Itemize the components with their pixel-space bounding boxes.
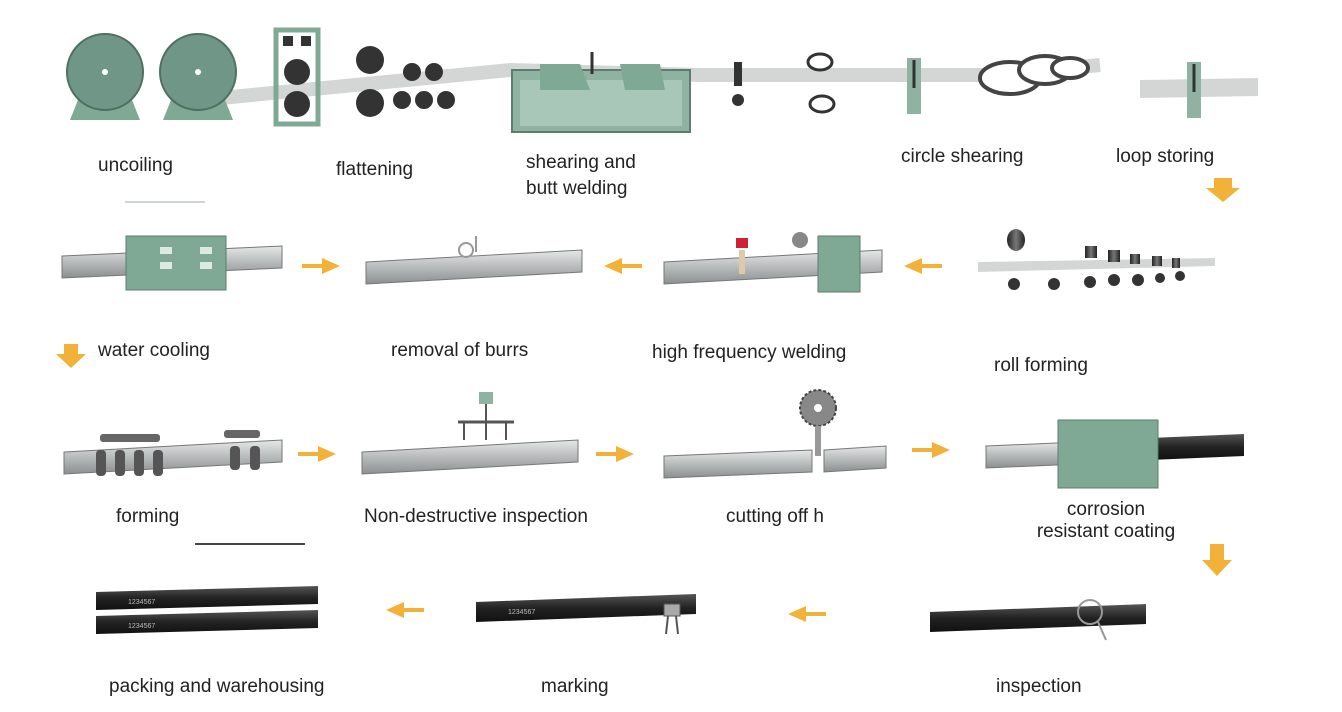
label-inspection: inspection (996, 676, 1082, 697)
label-packing: packing and warehousing (109, 676, 325, 697)
label-removal-of-burrs: removal of burrs (391, 340, 529, 361)
roll-forming-line (978, 229, 1215, 290)
label-hf-welding: high frequency welding (652, 342, 847, 363)
packed-pipes: 1234567 1234567 (96, 586, 318, 634)
circle-shearing-guide (907, 58, 921, 114)
burr-removal-pipe (365, 236, 583, 285)
inspection-pipe (930, 599, 1146, 641)
arrow-down-1 (1206, 178, 1240, 202)
label-loop-storing: loop storing (1116, 146, 1215, 167)
circle-shear-rollers (978, 54, 1090, 96)
forming-unit (63, 430, 283, 476)
label-ndt: Non-destructive inspection (364, 506, 588, 527)
label-shearing-line2: butt welding (526, 178, 628, 199)
loop-storing-guide (1187, 62, 1201, 118)
hf-welding-unit (663, 232, 883, 293)
cutting-unit (663, 389, 887, 479)
arrow-left-r2-1 (302, 258, 340, 274)
flattening-rollers (356, 46, 455, 117)
label-flattening: flattening (336, 159, 414, 180)
water-cooling-unit (61, 235, 283, 291)
arrow-right-r3-2 (596, 446, 634, 462)
pipe-mark-2: 1234567 (128, 623, 155, 630)
label-cutting-off: cutting off h (726, 506, 824, 527)
label-forming: forming (116, 506, 180, 527)
arrow-left-r2-2 (604, 258, 642, 274)
arrow-left-r2-3 (904, 258, 942, 274)
label-shearing-line1: shearing and (526, 152, 636, 173)
label-coating-line2: resistant coating (1036, 521, 1176, 542)
marking-pipe: 1234567 (476, 594, 696, 635)
uncoiler-1 (66, 33, 144, 120)
arrow-down-3 (1202, 544, 1232, 576)
label-coating-line1: corrosion (1066, 499, 1146, 520)
arrow-down-2 (56, 344, 86, 368)
arrow-right-r3-1 (298, 446, 336, 462)
pipe-mark-3: 1234567 (508, 609, 535, 616)
label-circle-shearing: circle shearing (901, 146, 1024, 167)
label-roll-forming: roll forming (994, 355, 1088, 376)
arrow-right-r3-3 (912, 442, 950, 458)
ndt-unit (361, 392, 579, 475)
flattening-stand (273, 27, 321, 127)
coating-unit (985, 419, 1244, 489)
uncoiler-2 (159, 33, 237, 120)
strip-cutters (732, 52, 836, 114)
arrow-left-r4-2 (788, 606, 826, 622)
label-marking: marking (541, 676, 609, 697)
label-uncoiling: uncoiling (98, 155, 173, 176)
label-water-cooling: water cooling (98, 340, 210, 361)
pipe-mark-1: 1234567 (128, 599, 155, 606)
arrow-left-r4-1 (386, 602, 424, 618)
shearing-welding-table (511, 52, 691, 133)
